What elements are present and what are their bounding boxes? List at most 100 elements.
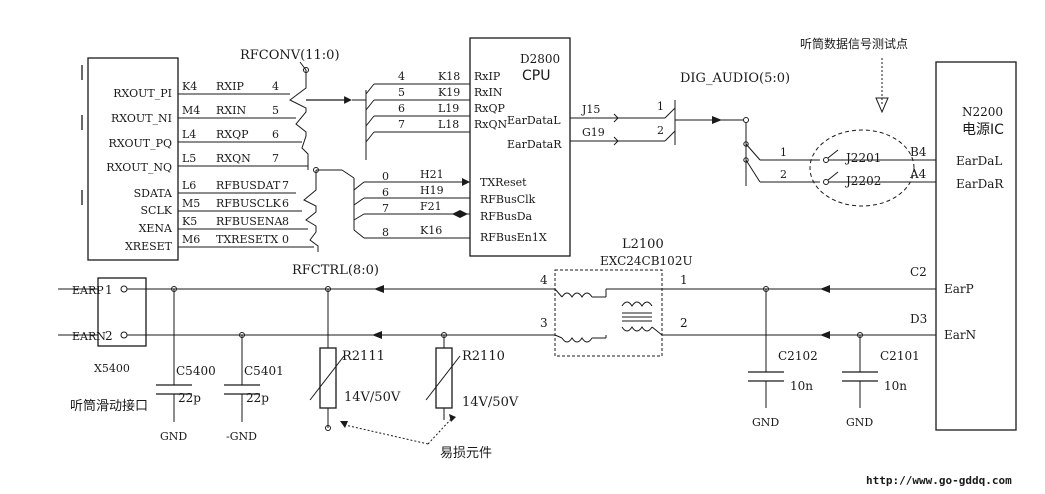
cpu-rx-ball: K19: [438, 86, 460, 99]
c5401-ref: C5401: [244, 364, 284, 378]
pin-label: SCLK: [141, 204, 173, 217]
filter-pin: 2: [680, 316, 688, 330]
left-chip-pin-lines: [178, 93, 314, 248]
dig-audio-index: 2: [657, 124, 664, 137]
bus-index: 5: [272, 104, 279, 117]
capacitor-c5401: C5401 22p -GND: [224, 335, 284, 443]
test-points: 听筒数据信号测试点 J2201 J2202: [800, 36, 936, 207]
pin-label: XENA: [139, 222, 173, 235]
rfctrl-bus-label: RFCTRL(8:0): [292, 263, 379, 278]
power-ic-pin: EarN: [944, 328, 976, 342]
cpu-ctrl-ball: H21: [420, 168, 444, 181]
left-chip-bus-indices: 4 5 6 7 7 6 8 0: [272, 80, 289, 246]
connector-net: EARN: [72, 330, 106, 343]
cpu-ctrl-pin: RFBusClk: [480, 193, 536, 206]
c2101-ref: C2101: [880, 349, 920, 363]
filter-part: EXC24CB102U: [600, 254, 693, 268]
connector-pin: 2: [105, 329, 113, 343]
c2101-val: 10n: [884, 379, 907, 393]
net-name: RFBUSENA: [216, 215, 283, 228]
net-name: RFBUSDAT: [216, 179, 281, 192]
cpu-ctrl-pin: TXReset: [480, 176, 527, 189]
ball-id: L5: [182, 152, 196, 165]
watermark-url: http://www.go-gddq.com: [866, 474, 1012, 487]
cpu-rx-ball: L19: [438, 102, 459, 115]
dig-audio-out-index: 1: [780, 146, 787, 159]
dig-audio-bus: DIG_AUDIO(5:0) 1 2 1 2: [570, 71, 820, 186]
cpu-ctrl-index: 0: [382, 170, 389, 183]
power-ic-refdes: N2200: [962, 105, 1003, 119]
rfconv-bus-right: [352, 83, 470, 160]
filter-pin: 4: [540, 273, 548, 287]
gnd-label: GND: [846, 416, 873, 429]
capacitor-c2101: C2101 10n GND: [842, 335, 920, 429]
c2102-val: 10n: [790, 379, 813, 393]
cpu-rx-pin: RxIP: [474, 70, 501, 83]
varistor-r2111: R2111 14V/50V: [309, 289, 401, 431]
dig-audio-label: DIG_AUDIO(5:0): [680, 71, 790, 86]
bus-index: 0: [282, 233, 289, 246]
cpu-rx-index: 4: [398, 70, 405, 83]
r2110-ref: R2110: [462, 349, 505, 364]
cpu-ear-pin: EarDataR: [507, 138, 562, 151]
ball-id: K4: [182, 80, 197, 93]
cpu-ear-ball: G19: [582, 126, 605, 139]
filter-l2100: L2100 EXC24CB102U 4 1 3 2: [540, 237, 693, 357]
capacitor-c5400: C5400 22p GND: [156, 289, 216, 443]
power-ic-ball: B4: [910, 145, 927, 159]
left-chip-ball-ids: K4 M4 L4 L5 L6 M5 K5 M6: [182, 80, 200, 246]
cpu-ctrl-index: 8: [382, 226, 389, 239]
bus-index: 6: [272, 128, 279, 141]
r2111-ref: R2111: [342, 349, 385, 364]
cpu-chip: D2800 CPU 4 5 6 7 K18 K19 L19 L18 RxIP R…: [382, 37, 605, 257]
cpu-refdes: D2800: [520, 52, 560, 66]
gnd-label: GND: [752, 416, 779, 429]
c5400-val: 22p: [178, 391, 201, 405]
net-name: TXRESETX: [216, 233, 278, 246]
filter-pin: 1: [680, 273, 688, 287]
power-ic-ball: D3: [910, 312, 927, 326]
testpoint-j2201: J2201: [844, 151, 881, 165]
pin-label: XRESET: [125, 240, 173, 253]
bus-index: 7: [282, 179, 289, 192]
cpu-rx-index: 7: [398, 118, 405, 131]
power-ic-ball: A4: [909, 167, 927, 181]
cpu-rx-index: 5: [398, 86, 405, 99]
left-chip-pin-labels: RXOUT_PI RXOUT_NI RXOUT_PQ RXOUT_NQ SDAT…: [106, 87, 173, 253]
cpu-ctrl-index: 6: [382, 186, 389, 199]
fragile-note: 易损元件: [340, 414, 492, 461]
bus-index: 6: [282, 197, 289, 210]
ball-id: L6: [182, 179, 196, 192]
cpu-name: CPU: [522, 68, 550, 84]
pin-label: RXOUT_PQ: [109, 137, 172, 150]
connector-x5400: 1 2 EARP EARN X5400 听筒滑动接口: [58, 277, 148, 414]
connector-pin: 1: [105, 283, 113, 297]
net-name: RXIN: [216, 104, 246, 117]
bus-index: 7: [272, 152, 279, 165]
varistor-r2110: R2110 14V/50V: [425, 335, 519, 420]
cpu-rx-ball: K18: [438, 70, 460, 83]
power-ic: N2200 电源IC EarDaL EarDaR EarP EarN B4 A4…: [909, 61, 1017, 431]
cpu-rx-pin: RxQP: [474, 102, 506, 115]
testpoint-note: 听筒数据信号测试点: [800, 36, 908, 51]
connector-net: EARP: [72, 284, 104, 297]
dig-audio-index: 1: [657, 100, 664, 113]
capacitor-c2102: C2102 10n GND: [748, 289, 818, 429]
cpu-ctrl-ball: H19: [420, 184, 444, 197]
fragile-note-text: 易损元件: [440, 446, 492, 461]
cpu-ctrl-pin: RFBusEn1X: [480, 231, 547, 244]
power-ic-name: 电源IC: [962, 122, 1004, 138]
power-ic-pin: EarDaL: [956, 154, 1002, 168]
c2102-ref: C2102: [778, 349, 818, 363]
pin-label: RXOUT_NQ: [106, 161, 172, 174]
net-name: RXQN: [216, 152, 251, 165]
filter-pin: 3: [540, 316, 548, 330]
ball-id: L4: [182, 128, 196, 141]
cpu-ctrl-ball: K16: [420, 224, 442, 237]
cpu-ear-ball: J15: [581, 103, 600, 116]
ear-lines: RFCTRL(8:0): [134, 263, 936, 339]
pin-label: RXOUT_NI: [111, 112, 172, 125]
power-ic-ball: C2: [910, 265, 927, 279]
cpu-ctrl-index: 7: [382, 202, 389, 215]
